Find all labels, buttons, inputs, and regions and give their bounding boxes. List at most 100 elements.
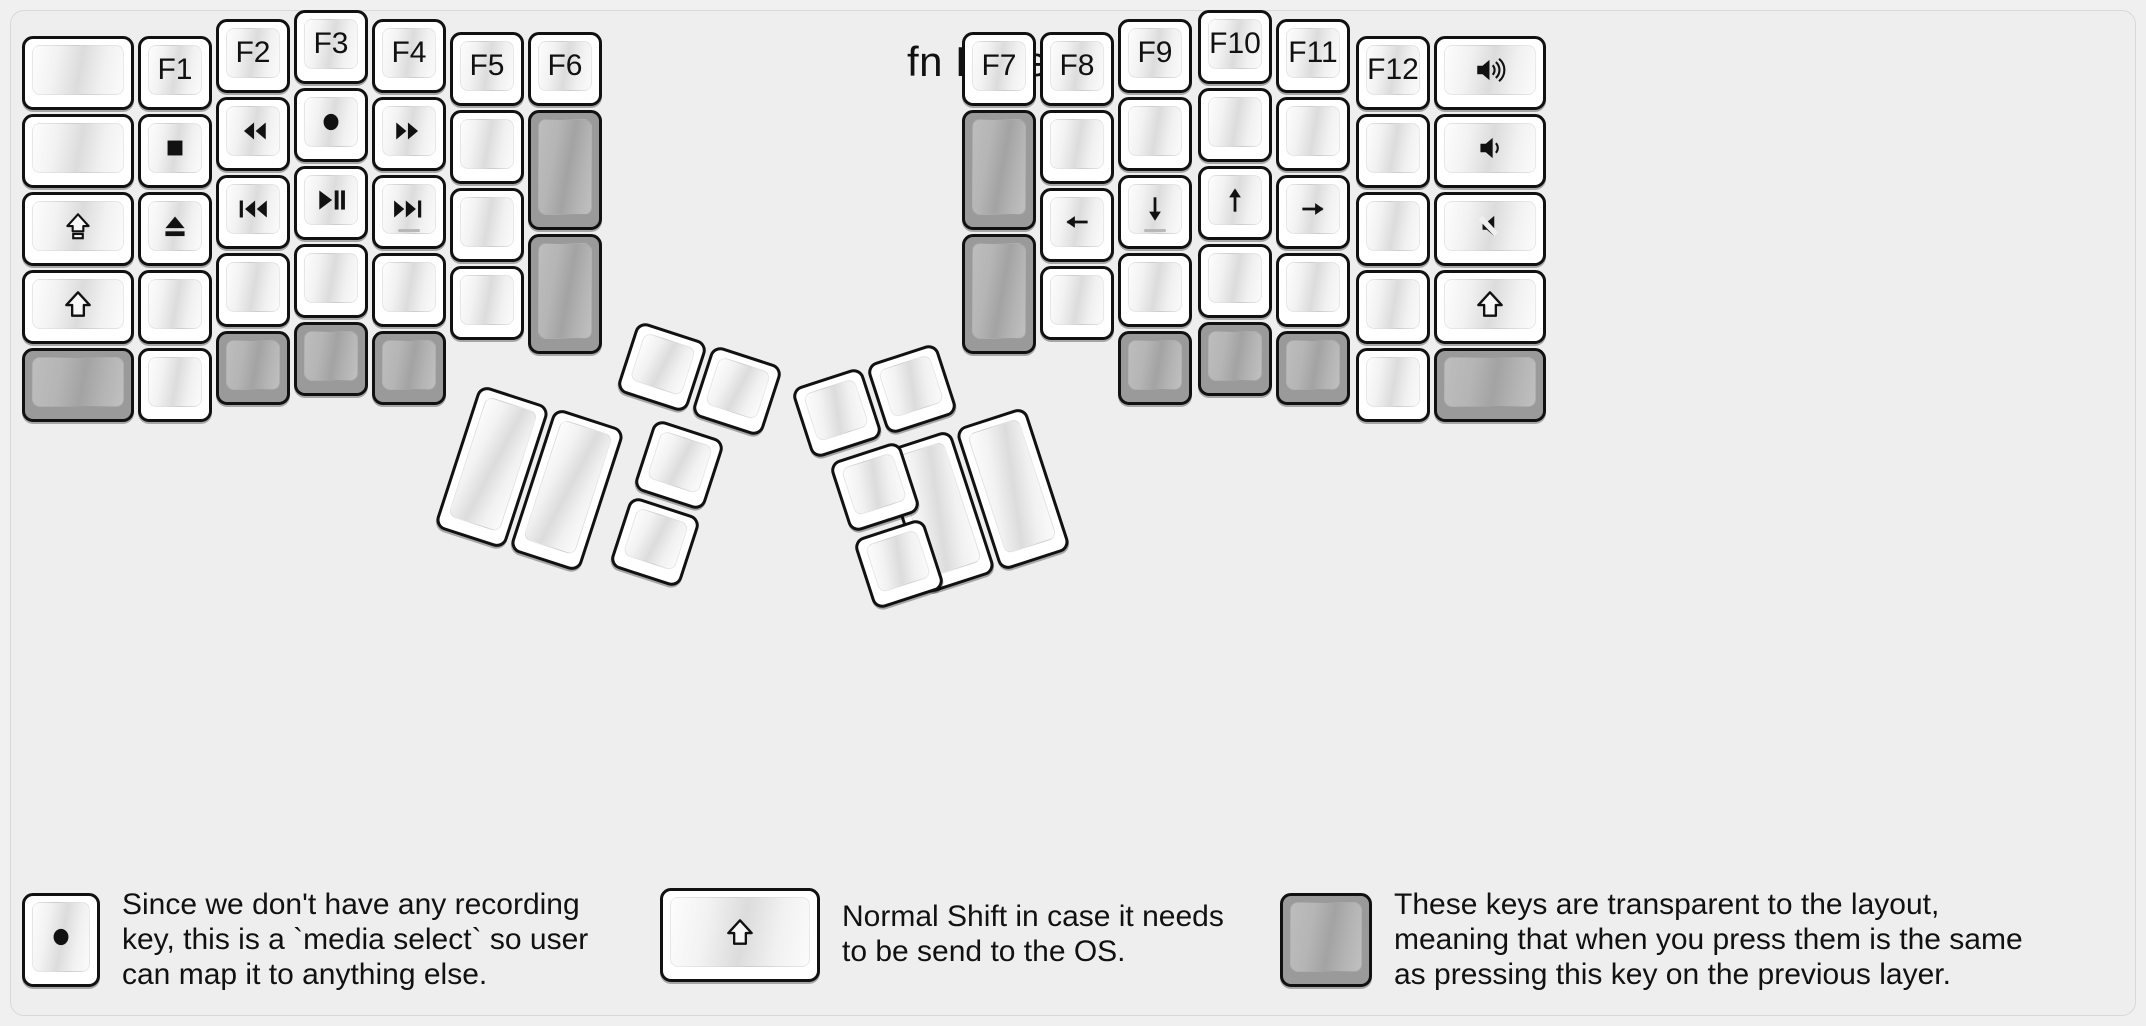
key-right_half-pinky-r2[interactable] <box>1356 114 1430 188</box>
key-left_half-index-r2[interactable] <box>372 97 446 171</box>
key-right_half-pinky-outer-r5[interactable] <box>1434 348 1546 422</box>
key-left_half-pinky-outer-r3[interactable] <box>22 192 134 266</box>
key-right_half-middle-r1[interactable]: F10 <box>1198 10 1272 84</box>
legend-text-2: Normal Shift in case it needs to be send… <box>842 900 1224 968</box>
key-left_half-pinky-outer-r5[interactable] <box>22 348 134 422</box>
key-right_half-middle-r5[interactable] <box>1198 322 1272 396</box>
keycap-face: F6 <box>538 41 592 91</box>
key-right_half-pinky-r5[interactable] <box>1356 348 1430 422</box>
key-left_half-extra-inner-r1[interactable]: F6 <box>528 32 602 106</box>
key-right_half-index-r4[interactable] <box>1118 253 1192 327</box>
key-left_half-pinky-r3[interactable] <box>138 192 212 266</box>
rewind-icon <box>236 114 270 148</box>
key-left_half-index-r4[interactable] <box>372 253 446 327</box>
key-right_half-index-r1[interactable]: F9 <box>1118 19 1192 93</box>
legend-key-2[interactable] <box>660 888 820 982</box>
key-left_half-pinky-outer-r1[interactable] <box>22 36 134 110</box>
key-left_half-middle-r2[interactable] <box>294 88 368 162</box>
keycap-face <box>382 262 436 312</box>
key-right_half-ring-r3[interactable] <box>1276 175 1350 249</box>
key-right_half-middle-r2[interactable] <box>1198 88 1272 162</box>
key-left_half-ring-r4[interactable] <box>216 253 290 327</box>
key-left_half-index-r1[interactable]: F4 <box>372 19 446 93</box>
key-left_half-pinky-outer-r2[interactable] <box>22 114 134 188</box>
key-right_half-pinky-outer-r4[interactable] <box>1434 270 1546 344</box>
key-left_half-ring-r3[interactable] <box>216 175 290 249</box>
keycap-face <box>226 184 280 234</box>
key-right_half-ring-r5[interactable] <box>1276 331 1350 405</box>
shift-arrow-icon <box>723 915 757 949</box>
key-left_half-index-inner-r3[interactable] <box>450 188 524 262</box>
key-left_half-pinky-r2[interactable] <box>138 114 212 188</box>
keycap-face <box>382 106 436 156</box>
key-right_half-pinky-r3[interactable] <box>1356 192 1430 266</box>
keycap-face <box>1366 123 1420 173</box>
key-left_half-extra-inner-r3[interactable] <box>528 234 602 354</box>
key-left_half-ring-r5[interactable] <box>216 331 290 405</box>
record-circle-icon <box>44 920 78 954</box>
legend-item-1: Since we don't have any recording key, t… <box>22 888 588 992</box>
key-right_half-index-inner-r4[interactable] <box>1040 266 1114 340</box>
play-pause-icon <box>314 183 348 217</box>
next-track-icon <box>392 192 426 226</box>
key-left_half-middle-r5[interactable] <box>294 322 368 396</box>
keycap-face <box>1050 197 1104 247</box>
key-right_half-extra-inner-r1[interactable]: F7 <box>962 32 1036 106</box>
key-left_half-middle-r1[interactable]: F3 <box>294 10 368 84</box>
keycap-face <box>972 243 1026 339</box>
key-left_half-index-r5[interactable] <box>372 331 446 405</box>
eject-icon <box>158 209 192 243</box>
keycap-face <box>1366 357 1420 407</box>
key-left_half-ring-r2[interactable] <box>216 97 290 171</box>
key-left_half-index-inner-r4[interactable] <box>450 266 524 340</box>
key-right_half-index-inner-r3[interactable] <box>1040 188 1114 262</box>
key-right_half-extra-inner-r2[interactable] <box>962 110 1036 230</box>
keycap-face <box>1444 279 1536 329</box>
key-left_half-middle-r4[interactable] <box>294 244 368 318</box>
key-left_half-pinky-r1[interactable]: F1 <box>138 36 212 110</box>
key-left_half-index-inner-r1[interactable]: F5 <box>450 32 524 106</box>
keycap-face <box>1444 45 1536 95</box>
homing-bar <box>398 229 420 232</box>
keycap-face <box>226 106 280 156</box>
key-left_half-extra-inner-r2[interactable] <box>528 110 602 230</box>
key-left_half-index-inner-r2[interactable] <box>450 110 524 184</box>
keycap-label: F7 <box>981 49 1017 82</box>
key-left_half-middle-r3[interactable] <box>294 166 368 240</box>
key-right_half-pinky-outer-r1[interactable] <box>1434 36 1546 110</box>
key-right_half-extra-inner-r3[interactable] <box>962 234 1036 354</box>
key-right_half-index-inner-r1[interactable]: F8 <box>1040 32 1114 106</box>
key-right_half-pinky-outer-r3[interactable] <box>1434 192 1546 266</box>
key-right_half-index-r2[interactable] <box>1118 97 1192 171</box>
key-right_half-pinky-r1[interactable]: F12 <box>1356 36 1430 110</box>
key-right_half-ring-r2[interactable] <box>1276 97 1350 171</box>
keycap-face <box>1208 97 1262 147</box>
keycap-face <box>32 45 124 95</box>
key-left_half-pinky-r4[interactable] <box>138 270 212 344</box>
keycap-face <box>460 275 514 325</box>
keycap-face <box>304 97 358 147</box>
keycap-label: F8 <box>1059 49 1095 82</box>
keycap-face: F12 <box>1366 45 1420 95</box>
keycap-face <box>382 184 436 234</box>
key-left_half-pinky-outer-r4[interactable] <box>22 270 134 344</box>
fast-forward-icon <box>392 114 426 148</box>
key-left_half-ring-r1[interactable]: F2 <box>216 19 290 93</box>
keycap-face: F9 <box>1128 28 1182 78</box>
keycap-face <box>226 340 280 390</box>
legend-key-1[interactable] <box>22 893 100 988</box>
key-right_half-pinky-outer-r2[interactable] <box>1434 114 1546 188</box>
key-right_half-pinky-r4[interactable] <box>1356 270 1430 344</box>
key-right_half-index-inner-r2[interactable] <box>1040 110 1114 184</box>
legend-key-3[interactable] <box>1280 893 1372 988</box>
key-right_half-middle-r3[interactable] <box>1198 166 1272 240</box>
key-left_half-pinky-r5[interactable] <box>138 348 212 422</box>
key-right_half-middle-r4[interactable] <box>1198 244 1272 318</box>
key-right_half-index-r5[interactable] <box>1118 331 1192 405</box>
key-right_half-ring-r4[interactable] <box>1276 253 1350 327</box>
key-left_half-index-r3[interactable] <box>372 175 446 249</box>
arrow-up-icon <box>1218 183 1252 217</box>
key-right_half-ring-r1[interactable]: F11 <box>1276 19 1350 93</box>
key-right_half-index-r3[interactable] <box>1118 175 1192 249</box>
keycap-face: F3 <box>304 19 358 69</box>
